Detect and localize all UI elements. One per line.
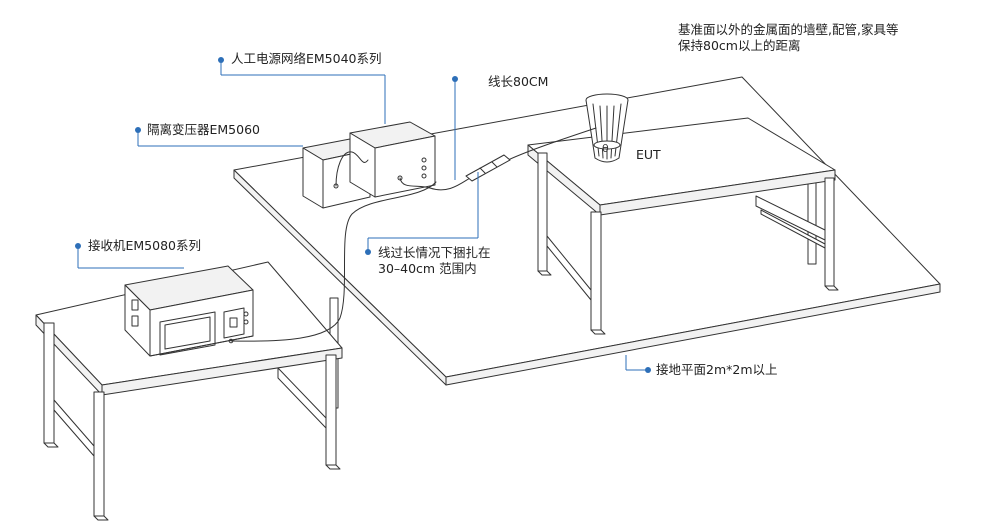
receiver-label: 接收机EM5080系列 — [88, 238, 201, 253]
transformer-label: 隔离变压器EM5060 — [147, 122, 260, 137]
svg-text:θ: θ — [602, 142, 609, 155]
callout-leaders — [75, 57, 651, 373]
eut-device: θ — [585, 93, 629, 163]
cable-length-label: 线长80CM — [488, 74, 549, 89]
cables — [230, 127, 597, 342]
receiver-device — [124, 265, 254, 357]
lisn-label: 人工电源网络EM5040系列 — [231, 51, 382, 66]
bundle-note-label: 线过长情况下捆扎在 30–40cm 范围内 — [378, 245, 491, 276]
ground-plane-label: 接地平面2m*2m以上 — [656, 362, 778, 377]
eut-table — [527, 117, 839, 335]
eut-label: EUT — [636, 147, 661, 162]
lisn-box — [349, 121, 436, 198]
distance-note-label: 基准面以外的金属面的墙壁,配管,家具等 保持80cm以上的距离 — [678, 22, 899, 53]
